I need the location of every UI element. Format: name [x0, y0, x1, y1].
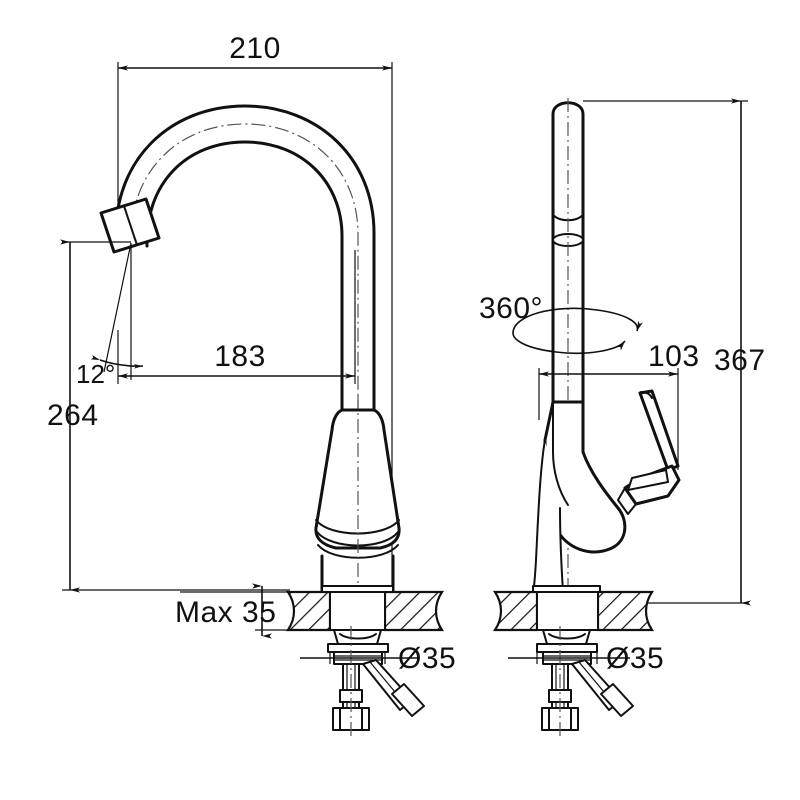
side-lever-handle — [617, 389, 681, 515]
dimension-label-max35: Max 35 — [175, 596, 276, 629]
side-view-group: 367 360° 103 — [479, 98, 766, 738]
gooseneck-spout — [114, 104, 376, 422]
front-faucet-body — [314, 395, 401, 600]
dimension-label-183: 183 — [214, 340, 266, 373]
dimension-spout-height: 264 — [47, 239, 290, 593]
dimension-label-210: 210 — [229, 32, 281, 65]
side-faucet-body — [532, 400, 627, 593]
front-mounting-hardware — [327, 626, 425, 738]
side-spout-column — [551, 98, 585, 600]
swivel-rotation-symbol: 360° — [479, 292, 643, 355]
dimension-label-264: 264 — [47, 399, 99, 432]
dimension-mounting-hole-side: Ø35 — [508, 642, 664, 675]
dimension-max-deck-thickness: Max 35 — [175, 583, 318, 639]
front-countertop-section — [285, 585, 445, 632]
dimension-label-diameter35-side: Ø35 — [606, 642, 664, 675]
dimension-aerator-angle: 12° — [76, 242, 144, 389]
spout-aerator-tip — [99, 197, 161, 254]
dimension-label-103: 103 — [648, 340, 700, 373]
dimension-label-360deg: 360° — [479, 292, 543, 325]
side-countertop-section — [492, 585, 655, 632]
front-view-group: 210 12° — [47, 32, 456, 738]
dimension-label-367: 367 — [714, 344, 766, 377]
dimension-label-diameter35-front: Ø35 — [398, 642, 456, 675]
dimension-spout-projection: 183 — [117, 250, 356, 384]
dimension-mounting-hole-front: Ø35 — [300, 642, 456, 675]
dimension-overall-height: 367 — [648, 98, 766, 606]
dimension-label-12deg: 12° — [76, 359, 115, 389]
dimension-spout-overall-width: 210 — [118, 32, 392, 71]
dimension-handle-projection: 103 — [538, 340, 700, 470]
